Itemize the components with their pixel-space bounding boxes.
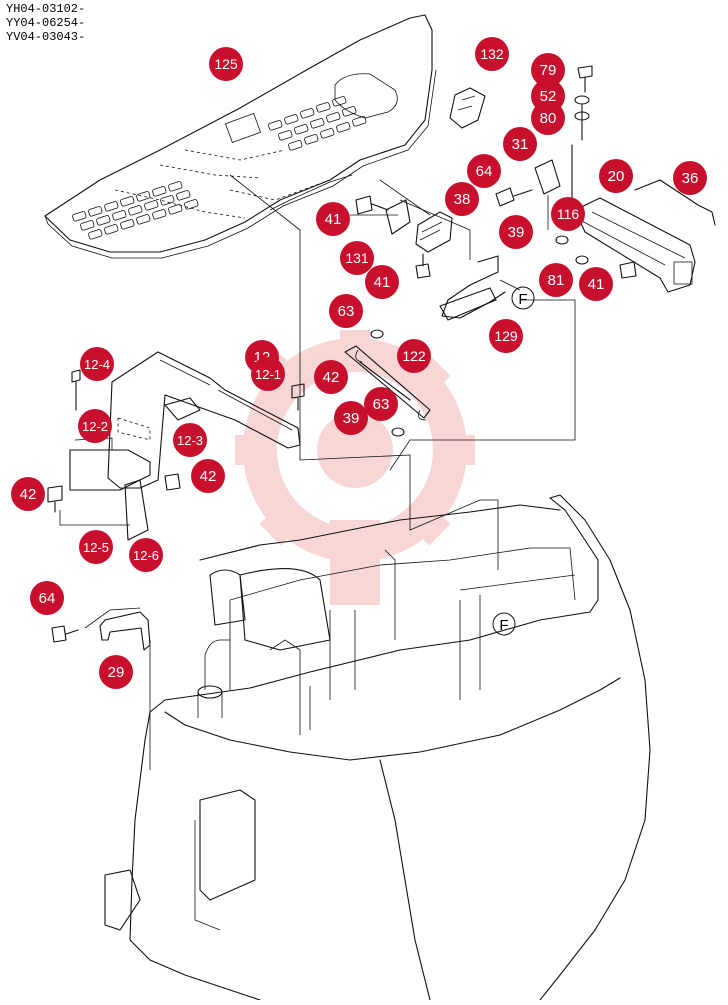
hinge-assembly xyxy=(344,87,506,421)
reference-mark-label: F xyxy=(518,291,527,308)
callout-label: 38 xyxy=(454,191,471,208)
callout-label: 80 xyxy=(540,110,557,127)
callout-marker: 64 xyxy=(467,154,501,188)
callout-label: 12-2 xyxy=(82,419,108,434)
callout-marker: 116 xyxy=(551,197,585,231)
callout-marker: 12-5 xyxy=(79,530,113,564)
callout-marker: 81 xyxy=(539,263,573,297)
callout-marker: 41 xyxy=(316,202,350,236)
callout-marker: 38 xyxy=(445,182,479,216)
callout-label: 41 xyxy=(588,276,605,293)
callout-label: 42 xyxy=(20,486,37,503)
callout-marker: 42 xyxy=(191,459,225,493)
callout-marker: 12-6 xyxy=(129,538,163,572)
callout-label: 116 xyxy=(557,206,580,222)
callout-label: 31 xyxy=(512,136,529,153)
callout-marker: 12-1 xyxy=(251,357,285,391)
hardware-fasteners xyxy=(47,65,637,643)
right-hood-bracket xyxy=(534,104,716,293)
callout-label: 125 xyxy=(214,56,238,72)
callout-label: 12-5 xyxy=(83,540,109,555)
callout-marker: 125 xyxy=(209,47,243,81)
callout-label: 64 xyxy=(476,163,493,180)
callout-marker: 12-3 xyxy=(173,423,207,457)
reference-mark-label: F xyxy=(499,617,508,634)
serial-number: YH04-03102- xyxy=(6,2,86,16)
callout-marker: 132 xyxy=(475,37,509,71)
callout-marker: 29 xyxy=(99,655,133,689)
hood-ventilation-slots xyxy=(72,96,367,240)
reference-marks: F F xyxy=(492,286,535,636)
callout-marker: 129 xyxy=(489,319,523,353)
callout-marker: 64 xyxy=(30,581,64,615)
callout-label: 12-6 xyxy=(133,548,159,563)
callout-label: 79 xyxy=(540,62,557,79)
callout-label: 29 xyxy=(108,664,125,681)
serial-number: YV04-03043- xyxy=(6,30,86,44)
engine-hood-cover xyxy=(44,14,437,259)
machine-frame xyxy=(104,494,651,1001)
callout-marker: 63 xyxy=(329,294,363,328)
left-hood-bracket xyxy=(69,351,301,541)
serial-number-block: YH04-03102- YY04-06254- YV04-03043- xyxy=(6,2,85,44)
leader-lines xyxy=(59,174,576,770)
callout-label: 132 xyxy=(480,46,504,62)
callout-label: 20 xyxy=(608,168,625,185)
callout-label: 42 xyxy=(323,369,340,386)
callout-markers: 125 132 79 52 80 31 64 20 36 38 41 116 39 131 41 81 41 63… xyxy=(11,37,707,689)
callout-marker: 39 xyxy=(334,401,368,435)
callout-marker: 20 xyxy=(599,159,633,193)
callout-label: 12-1 xyxy=(255,367,281,382)
callout-label: 64 xyxy=(39,590,56,607)
callout-label: 122 xyxy=(402,348,426,364)
callout-label: 39 xyxy=(508,224,525,241)
callout-marker: 42 xyxy=(314,360,348,394)
callout-marker: 42 xyxy=(11,477,45,511)
callout-label: 63 xyxy=(338,303,355,320)
callout-label: 52 xyxy=(540,88,557,105)
callout-label: 12-3 xyxy=(177,433,203,448)
callout-marker: 79 xyxy=(531,53,565,87)
callout-marker: 12-4 xyxy=(80,347,114,381)
callout-marker: 122 xyxy=(397,339,431,373)
callout-marker: 39 xyxy=(499,215,533,249)
callout-marker: 36 xyxy=(673,161,707,195)
callout-marker: 80 xyxy=(531,101,565,135)
callout-marker: 12-2 xyxy=(78,409,112,443)
grab-handle xyxy=(99,611,151,651)
callout-marker: 41 xyxy=(365,265,399,299)
callout-marker: 63 xyxy=(364,387,398,421)
callout-label: 41 xyxy=(325,211,342,228)
serial-number: YY04-06254- xyxy=(6,16,86,30)
callout-label: 129 xyxy=(494,328,518,344)
callout-label: 36 xyxy=(682,170,699,187)
callout-label: 41 xyxy=(374,274,391,291)
callout-marker: 41 xyxy=(579,267,613,301)
callout-marker: 131 xyxy=(340,241,374,275)
callout-label: 39 xyxy=(343,410,360,427)
callout-marker: 31 xyxy=(503,127,537,161)
callout-label: 42 xyxy=(200,468,217,485)
callout-label: 81 xyxy=(548,272,565,289)
callout-label: 131 xyxy=(345,250,369,266)
callout-label: 63 xyxy=(373,396,390,413)
callout-label: 12-4 xyxy=(84,357,110,372)
